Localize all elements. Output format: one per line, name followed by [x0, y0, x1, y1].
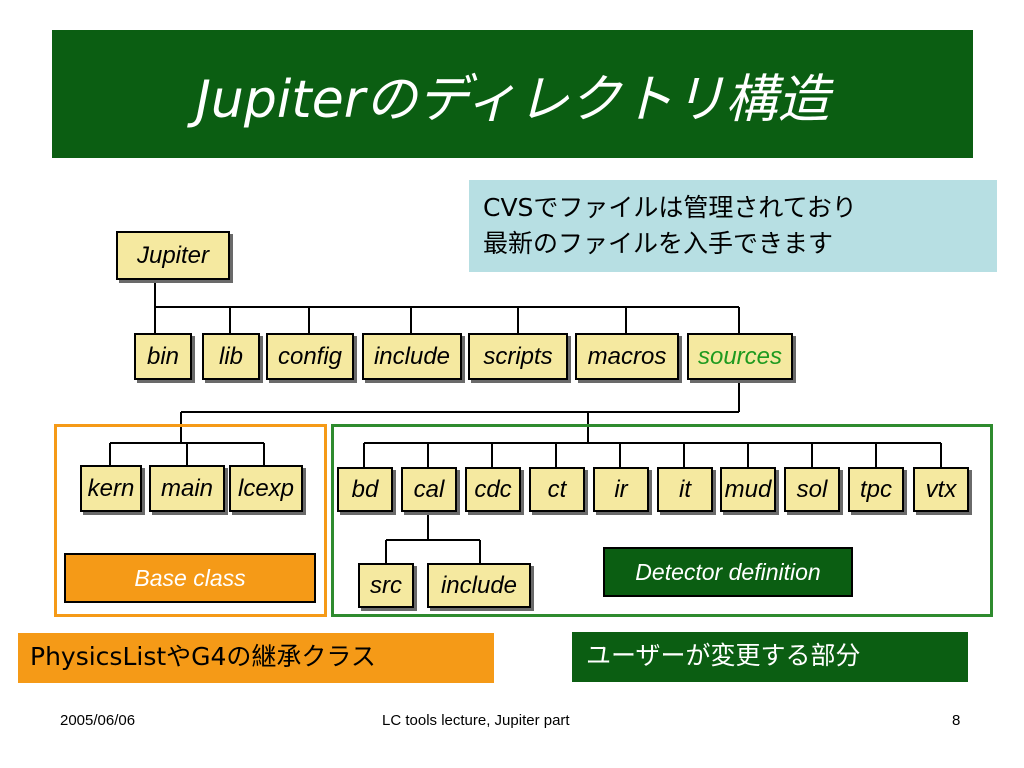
dir-ir: ir: [593, 467, 649, 512]
dir-sources: sources: [687, 333, 793, 380]
base-class-label-text: Base class: [134, 564, 246, 591]
detector-definition-label: Detector definition: [603, 547, 853, 597]
dir-label: kern: [87, 474, 135, 502]
dir-cal-src: src: [358, 563, 414, 608]
dir-label: tpc: [859, 475, 892, 503]
dir-label: mud: [724, 475, 772, 503]
physics-list-note-text: PhysicsListやG4の継承クラス: [30, 642, 376, 671]
dir-bd: bd: [337, 467, 393, 512]
slide-title: Jupiterのディレクトリ構造: [195, 69, 830, 130]
cvs-note: CVSでファイルは管理されており 最新のファイルを入手できます: [469, 180, 997, 272]
base-class-label: Base class: [64, 553, 316, 603]
dir-bin: bin: [134, 333, 192, 380]
dir-label: macros: [587, 342, 667, 370]
dir-label: include: [373, 342, 451, 370]
dir-label: main: [160, 474, 214, 502]
user-modifiable-note-text: ユーザーが変更する部分: [586, 641, 861, 670]
dir-it: it: [657, 467, 713, 512]
slide-title-bar: Jupiterのディレクトリ構造: [52, 30, 973, 158]
dir-lcexp: lcexp: [229, 465, 303, 512]
dir-label: lcexp: [237, 474, 295, 502]
dir-config: config: [266, 333, 354, 380]
footer-page-number: 8: [952, 712, 961, 729]
dir-ct: ct: [529, 467, 585, 512]
dir-label: cal: [413, 475, 445, 503]
dir-label: cdc: [474, 475, 512, 503]
dir-tpc: tpc: [848, 467, 904, 512]
footer-center: LC tools lecture, Jupiter part: [382, 712, 570, 729]
user-modifiable-note: ユーザーが変更する部分: [572, 632, 968, 682]
dir-label: include: [440, 571, 518, 599]
dir-label: ct: [547, 475, 567, 503]
dir-sol: sol: [784, 467, 840, 512]
cvs-note-line-2: 最新のファイルを入手できます: [483, 229, 834, 258]
dir-label: lib: [218, 342, 243, 370]
dir-jupiter: Jupiter: [116, 231, 230, 280]
dir-macros: macros: [575, 333, 679, 380]
dir-label: bd: [351, 475, 379, 503]
dir-label: it: [679, 475, 691, 503]
dir-label: src: [370, 571, 402, 599]
dir-scripts: scripts: [468, 333, 568, 380]
dir-cal: cal: [401, 467, 457, 512]
cvs-note-line-1: CVSでファイルは管理されており: [483, 193, 857, 222]
base-class-frame: [54, 424, 327, 617]
dir-label: vtx: [925, 475, 957, 503]
detector-definition-label-text: Detector definition: [635, 558, 821, 585]
dir-vtx: vtx: [913, 467, 969, 512]
footer-date: 2005/06/06: [60, 712, 136, 729]
dir-label: Jupiter: [136, 241, 210, 269]
dir-lib: lib: [202, 333, 260, 380]
dir-kern: kern: [80, 465, 142, 512]
dir-label: scripts: [483, 342, 553, 370]
dir-label: bin: [146, 342, 180, 370]
dir-include: include: [362, 333, 462, 380]
dir-label: sources: [697, 342, 783, 370]
dir-cdc: cdc: [465, 467, 521, 512]
detector-frame: [331, 424, 993, 617]
dir-label: ir: [614, 475, 628, 503]
dir-cal-include: include: [427, 563, 531, 608]
physics-list-note: PhysicsListやG4の継承クラス: [18, 633, 494, 683]
dir-label: config: [277, 342, 343, 370]
dir-main: main: [149, 465, 225, 512]
dir-label: sol: [796, 475, 828, 503]
dir-mud: mud: [720, 467, 776, 512]
